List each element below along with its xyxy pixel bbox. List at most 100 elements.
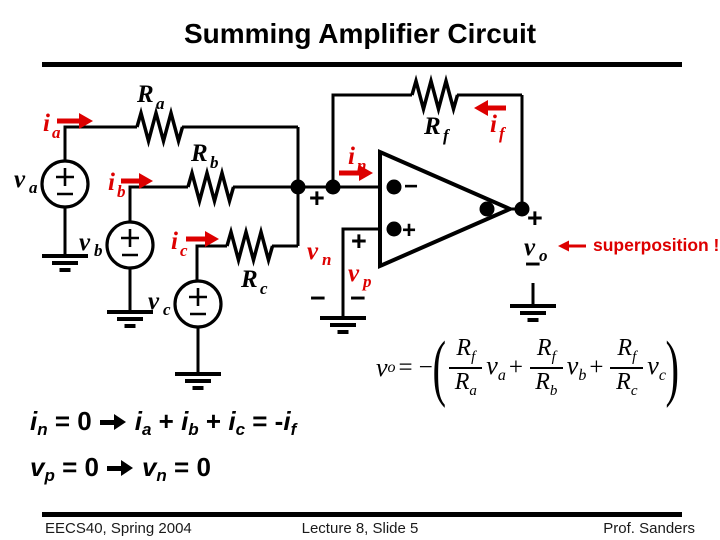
eq-term1-factor: va (486, 351, 506, 384)
svg-text:o: o (539, 246, 548, 265)
vn-minus-sign: − (310, 283, 326, 313)
svg-text:c: c (260, 279, 268, 298)
node-output (514, 201, 530, 217)
label-vn: v n + − (307, 183, 331, 313)
ground-reference (320, 316, 366, 334)
svg-text:v: v (14, 166, 26, 193)
label-ib: i b (108, 169, 126, 201)
label-rc: R c (240, 266, 268, 298)
right-arrow-icon (106, 460, 134, 477)
label-vb: v b (79, 229, 103, 260)
svg-text:R: R (190, 140, 208, 167)
ground-vo (510, 304, 556, 322)
svg-text:a: a (52, 123, 61, 142)
svg-text:n: n (357, 156, 366, 175)
svg-text:v: v (79, 229, 91, 256)
opamp-output-terminal (479, 201, 495, 217)
svg-text:i: i (43, 110, 50, 137)
eq-term2-factor: vb (566, 351, 587, 384)
svg-text:v: v (148, 288, 160, 315)
svg-text:i: i (490, 111, 497, 138)
right-arrow-icon (99, 414, 127, 431)
svg-text:b: b (210, 153, 219, 172)
current-arrow-ia (57, 113, 93, 129)
svg-text:v: v (307, 238, 319, 265)
resistor-rf (410, 74, 460, 116)
svg-text:a: a (156, 94, 165, 113)
resistor-ra (135, 106, 185, 148)
voltage-source-vc (173, 279, 223, 329)
svg-text:R: R (240, 266, 258, 293)
svg-text:f: f (499, 124, 507, 143)
eq-equals: = (398, 354, 413, 381)
vp-minus-sign: − (350, 283, 366, 313)
eq-term3-fraction: Rf Rc (610, 336, 644, 400)
svg-text:i: i (171, 228, 178, 255)
opamp: − + (378, 148, 515, 270)
wire-plus-input (341, 227, 380, 318)
label-vp: v p + − (348, 226, 372, 313)
ground-vc (175, 372, 221, 390)
page-title: Summing Amplifier Circuit (183, 18, 537, 49)
superposition-annotation: superposition ! (558, 235, 719, 255)
footer-lecture: Lecture 8, Slide 5 (301, 520, 419, 537)
label-vc: v c (148, 288, 171, 319)
current-arrow-ic (186, 231, 219, 247)
current-arrow-in (339, 165, 373, 181)
eq-term1-fraction: Rf Ra (449, 336, 483, 400)
footer-author: Prof. Sanders (603, 520, 695, 537)
vo-plus-sign: + (527, 203, 543, 233)
resistor-rc (225, 225, 275, 267)
svg-text:i: i (348, 143, 355, 170)
label-rf: R f (423, 113, 451, 145)
svg-text:b: b (117, 182, 126, 201)
label-va: v a (14, 166, 38, 197)
svg-text:v: v (348, 260, 360, 287)
opamp-triangle (378, 148, 515, 270)
opamp-plus-sign: + (402, 217, 416, 244)
svg-text:p: p (361, 272, 372, 291)
svg-text:c: c (180, 241, 188, 260)
svg-text:v: v (524, 234, 536, 261)
label-ia: i a (43, 110, 61, 142)
label-ra: R a (136, 81, 165, 113)
wire-feedback (331, 93, 524, 209)
eq-minus: − (418, 354, 433, 381)
node-summing-junction (290, 179, 306, 195)
superposition-note: superposition ! (593, 235, 719, 255)
eq-term3-factor: vc (647, 351, 666, 384)
current-arrow-if (474, 100, 506, 116)
footer-rule (42, 512, 682, 517)
voltage-source-vb (105, 220, 155, 270)
eq-term2-fraction: Rf Rb (529, 336, 563, 400)
svg-text:a: a (29, 178, 38, 197)
svg-text:b: b (94, 241, 103, 260)
voltage-source-va (40, 159, 90, 209)
eq-lhs: v (376, 353, 388, 382)
svg-text:R: R (136, 81, 154, 108)
title-underline (42, 62, 682, 67)
ground-va (42, 254, 88, 272)
svg-text:i: i (108, 169, 115, 196)
node-feedback-tap (325, 179, 341, 195)
opamp-inverting-terminal (386, 179, 402, 195)
opamp-minus-sign: − (404, 173, 418, 200)
vp-plus-sign: + (351, 226, 367, 256)
current-arrow-ib (121, 173, 153, 189)
wire-vc-branch (195, 187, 300, 281)
svg-text:n: n (322, 250, 331, 269)
wire-va-branch (63, 125, 300, 187)
vn-plus-sign: + (309, 183, 325, 213)
ground-vb (107, 310, 153, 328)
circuit-wires (63, 93, 535, 374)
label-rb: R b (190, 140, 219, 172)
footer-course: EECS40, Spring 2004 (45, 520, 192, 537)
label-if: i f (490, 111, 507, 143)
vo-minus-sign: − (525, 249, 541, 279)
wire-vb-branch (128, 185, 298, 222)
